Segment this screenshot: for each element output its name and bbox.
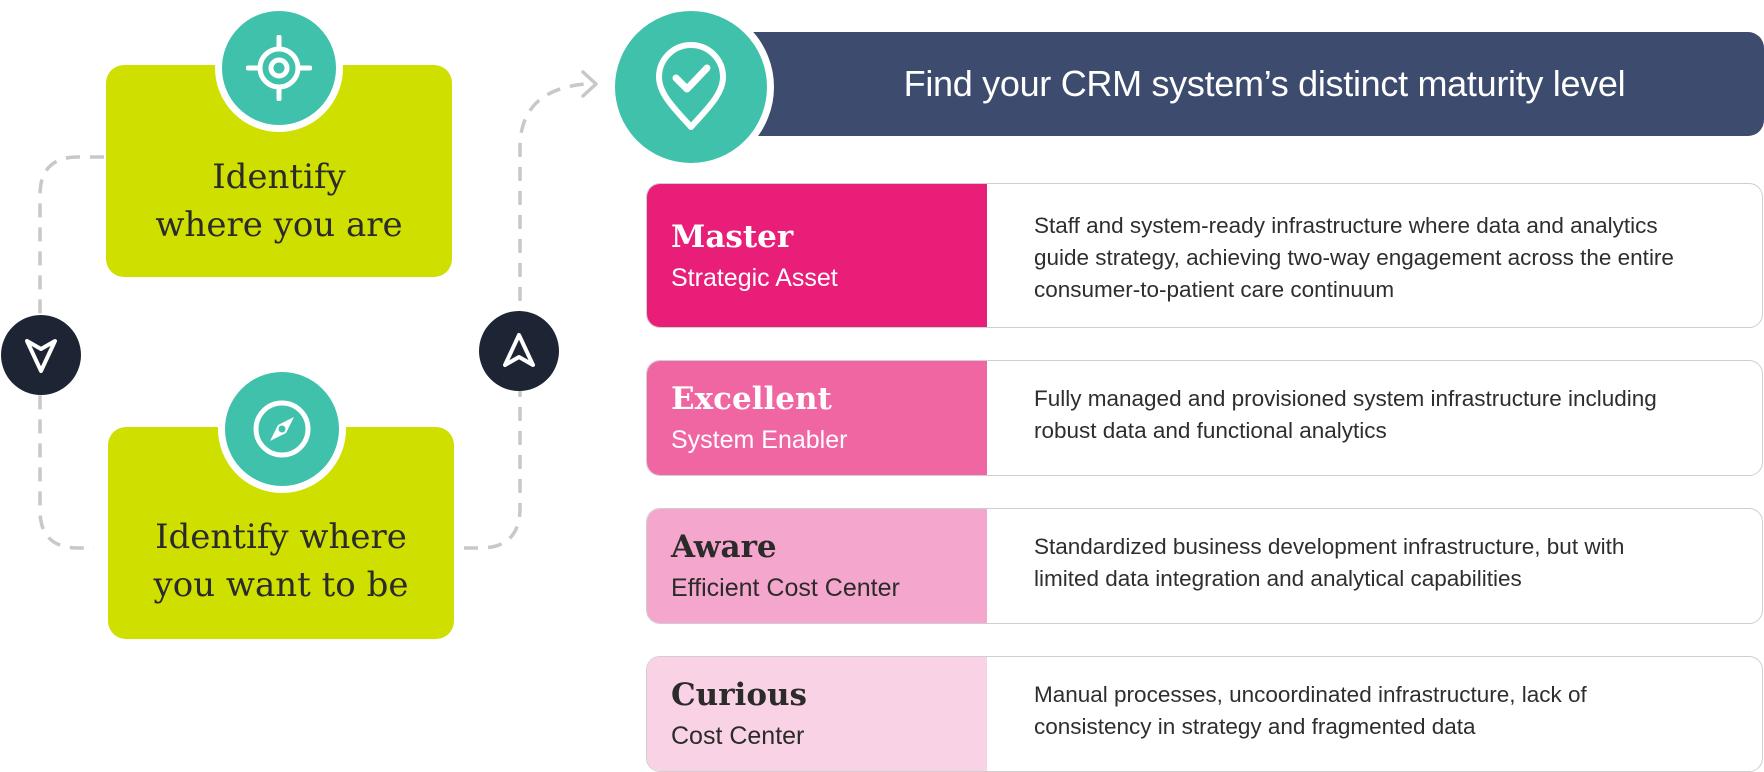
connector-arrowhead [581, 70, 598, 98]
level-name: Curious [671, 677, 807, 713]
step-label-line: where you are [155, 205, 403, 245]
step-label: Identify where you are [106, 153, 452, 249]
level-description: Manual processes, uncoordinated infrastr… [987, 657, 1762, 771]
level-subtitle: Strategic Asset [671, 263, 838, 292]
level-tag: Master Strategic Asset [647, 184, 987, 327]
maturity-level-excellent: Excellent System Enabler Fully managed a… [646, 360, 1763, 476]
level-subtitle: Efficient Cost Center [671, 574, 900, 602]
down-arrow-icon [1, 315, 81, 395]
description-line: robust data and functional analytics [1034, 418, 1387, 443]
description-line: Fully managed and provisioned system inf… [1034, 386, 1657, 411]
description-line: consumer-to-patient care continuum [1034, 277, 1395, 302]
maturity-level-master: Master Strategic Asset Staff and system-… [646, 183, 1763, 328]
compass-icon [218, 365, 346, 493]
description-line: guide strategy, achieving two-way engage… [1034, 245, 1674, 270]
description-line: limited data integration and analytical … [1034, 566, 1522, 591]
level-description: Standardized business development infras… [987, 509, 1762, 623]
level-subtitle: System Enabler [671, 426, 848, 454]
up-arrow-icon [479, 311, 559, 391]
step-label-line: Identify where [155, 517, 407, 557]
header-banner: Find your CRM system’s distinct maturity… [715, 32, 1764, 136]
level-name: Master [671, 218, 794, 255]
map-pin-check-icon [608, 4, 774, 170]
level-tag: Curious Cost Center [647, 657, 987, 771]
step-label-line: you want to be [153, 565, 409, 605]
description-line: Manual processes, uncoordinated infrastr… [1034, 682, 1587, 707]
level-description: Staff and system-ready infrastructure wh… [987, 184, 1762, 327]
description-line: consistency in strategy and fragmented d… [1034, 714, 1476, 739]
description-line: Staff and system-ready infrastructure wh… [1034, 213, 1658, 238]
maturity-level-aware: Aware Efficient Cost Center Standardized… [646, 508, 1763, 624]
description-line: Standardized business development infras… [1034, 534, 1625, 559]
step-label-line: Identify [212, 157, 346, 197]
level-tag: Aware Efficient Cost Center [647, 509, 987, 623]
level-tag: Excellent System Enabler [647, 361, 987, 475]
level-description: Fully managed and provisioned system inf… [987, 361, 1762, 475]
maturity-level-curious: Curious Cost Center Manual processes, un… [646, 656, 1763, 772]
target-icon [215, 4, 343, 132]
step-label: Identify where you want to be [108, 513, 454, 609]
level-name: Aware [671, 529, 777, 565]
level-name: Excellent [671, 381, 832, 417]
page-title: Find your CRM system’s distinct maturity… [903, 63, 1626, 104]
level-subtitle: Cost Center [671, 722, 805, 750]
